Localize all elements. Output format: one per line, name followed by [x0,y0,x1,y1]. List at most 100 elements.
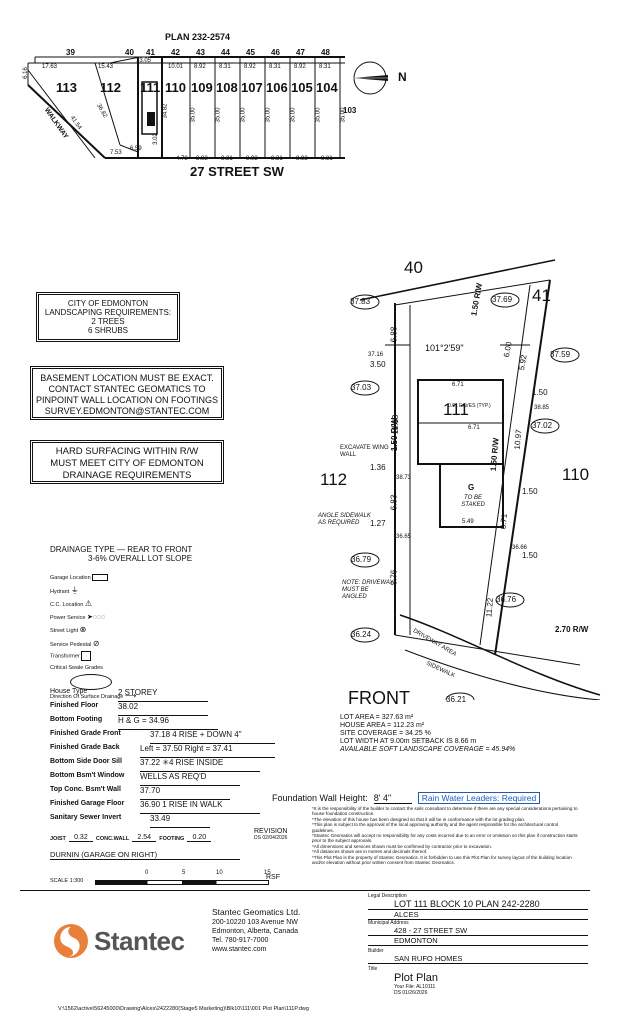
stantec-logo-icon [54,924,88,958]
service-pedestal-icon: ⊘ [92,638,100,648]
dim: 1.50 [522,487,538,496]
top-dim: 17.63 [42,64,58,70]
dim: 11.18 [391,414,401,435]
legend-item: Transformer [50,651,160,663]
conc-value: 2.54 [132,834,157,842]
dim: 3.50 [370,360,386,369]
city: EDMONTON [368,936,588,946]
disclaimers: *It is the responsibility of the builder… [312,806,580,865]
spec-row: Bottom Side Door Sill 37.22 ✳4 RISE INSI… [50,758,275,772]
note-line: HARD SURFACING WITHIN R/W [55,446,199,457]
elev: 36.76 [496,595,517,604]
joist-value: 0.32 [68,834,93,842]
address: 428 - 27 STREET SW [368,926,588,936]
angle-sidewalk-note: ANGLE SIDEWALK AS REQUIRED [318,513,371,526]
lot-top-40: 40 [125,48,134,57]
revision-label: REVISION [254,828,288,835]
lot-top-46: 46 [271,48,280,57]
bot-dim: 8.92 [296,156,308,162]
bot-dim: 8.92 [246,156,258,162]
lot-103: 103 [343,106,357,115]
foundation-label: Foundation Wall Height: [272,793,368,803]
dim-35: 35.00 [340,107,347,123]
municipal-label: Municipal Address [368,920,409,926]
stat-line: SITE COVERAGE = 34.25 % [340,730,431,737]
note-line: DRAINAGE REQUIREMENTS [62,470,192,481]
top-dim: 15.43 [98,64,114,70]
elev: 37.83 [350,297,371,306]
dim: 1.27 [370,519,386,528]
company-tel: Tel. 780-917-7000 [212,937,269,944]
lot-109: 109 [191,80,213,95]
lot-top-47: 47 [296,48,305,57]
elev: 37.03 [351,383,372,392]
company-address2: Edmonton, Alberta, Canada [212,928,299,935]
file-path: V:\1562\active\56245000\Drawing\Alces\24… [58,1006,309,1012]
north-label: N [398,70,407,84]
lot-107: 107 [241,80,263,95]
scale-tick: 5 [182,870,186,876]
top-dim: 10.01 [168,64,184,70]
garage-label: G [468,483,475,492]
dim: 1.50 [522,551,538,560]
bot-dim: 8.31 [321,156,333,162]
basement-note: BASEMENT LOCATION MUST BE EXACT. CONTACT… [30,366,224,420]
eaves-label: 0.61 EAVES (TYP.) [448,403,491,409]
builder: SAN RUFO HOMES [368,954,588,964]
elev: 36.21 [446,695,467,704]
company-name: Stantec Geomatics Ltd. [212,907,301,917]
cc-location-icon: ⚠ [84,599,93,608]
elev: 36.24 [351,630,372,639]
disclaimer-line: *All distances shown are in metres and d… [312,849,428,855]
dim: 6.83 [389,494,399,511]
spec-row: Top Conc. Bsm't Wall 37.70 [50,786,275,800]
dim-35: 35.00 [215,107,222,123]
power-service-icon: ➤◌◌◌ [87,613,106,621]
spec-row: Bottom Bsm't Window WELLS AS REQ'D [50,772,275,786]
spec-row: Finished Garage Floor 36.90 1 RISE IN WA… [50,800,275,814]
rain-leaders: Rain Water Leaders: Required [417,792,541,804]
lot-110: 110 [562,465,590,484]
lot-104: 104 [316,80,338,95]
legend-item: Direction Of Surface Drainage ⟶ [50,691,137,701]
spec-row: Finished Grade Back Left = 37.50 Right =… [50,744,275,758]
house-dim: 38.73 [396,475,412,481]
bot-dim: 8.92 [196,156,208,162]
subdivision: ALCES [368,910,588,920]
note-line: BASEMENT LOCATION MUST BE EXACT. [40,373,214,383]
bot-dim: 8.31 [271,156,283,162]
foundation-value: 8' 4" [373,793,412,804]
left-dim: 34.82 [162,103,169,119]
drainage-arrow-icon: ⟶ [124,691,137,701]
angle-label: 101°2'59" [425,343,464,353]
legend-item: C.C. Location ⚠ [50,599,93,608]
file-row: Your File: AL10111 [368,984,588,990]
stat-line: LOT AREA = 327.63 m² [340,714,414,721]
house-dim: 5.49 [462,519,474,525]
house-dim: 36.65 [396,534,412,540]
legal-label: Legal Description [368,893,407,899]
legend-item: Street Light ⊗ [50,625,87,634]
note-line: 2 TREES [91,317,125,326]
dim: 1.36 [370,463,386,472]
builder-label: Builder [368,948,384,954]
house-dim: 36.66 [512,545,528,551]
spec-row: Bottom Footing H & G = 34.96 [50,716,275,730]
lot-106: 106 [266,80,288,95]
file-value: AL10111 [416,984,436,990]
disclaimer-line: *It is the responsibility of the builder… [312,806,578,817]
lot-111: 111 [443,400,469,419]
lot-108: 108 [216,80,238,95]
transformer-icon [81,651,92,661]
spec-row: House Type 2 STOREY [50,688,275,702]
foot-value: 0.20 [187,834,212,842]
title-label: Title [368,966,378,972]
note-line: CITY OF EDMONTON [67,299,149,308]
lot-112: 112 [100,80,121,95]
hard-surfacing-note: HARD SURFACING WITHIN R/W MUST MEET CITY… [30,440,224,484]
note-line: MUST MEET CITY OF EDMONTON [50,458,204,469]
dim: 6.88 [389,326,399,343]
swale-ellipse-icon [70,674,112,691]
dim-35: 35.00 [240,107,247,123]
excavate-note: EXCAVATE WING WALL [340,445,389,458]
